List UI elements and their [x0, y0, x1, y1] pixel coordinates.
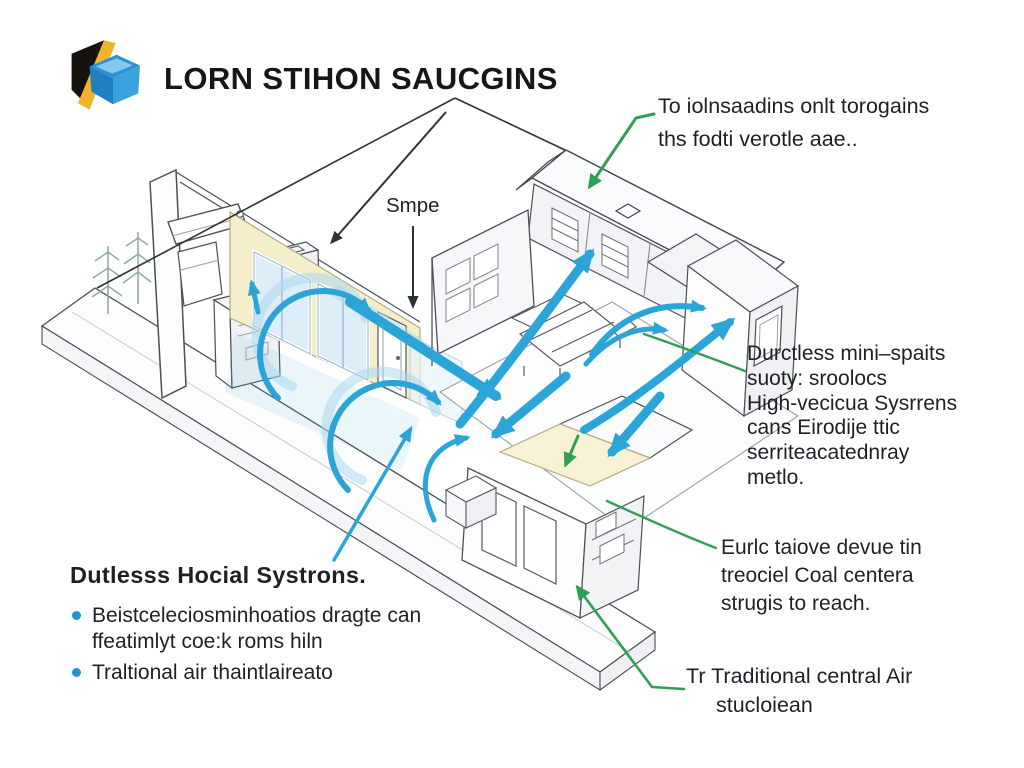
annotation-lower-right: Eurlc taiove devue tin treociel Coal cen… — [721, 536, 922, 615]
bottom-left-bullet-list: Beistceleciosminhoatios dragte can ffeat… — [72, 603, 421, 691]
kitchen-cabinets — [445, 243, 499, 323]
window-sill-box — [444, 475, 498, 529]
leader-lower-right — [605, 499, 718, 550]
airflow-swirl — [257, 288, 372, 401]
page-title: LORN STIHON SAUCGINS — [164, 61, 558, 96]
annotation-mid-right: Durctless mini–spaits suoty: sroolocs Hi… — [747, 342, 958, 489]
annotation-bottom-right: Tr Traditional central Air stucloiean — [686, 664, 913, 717]
airflow-swirl — [327, 380, 442, 493]
mini-split-indoor-unit — [167, 203, 247, 307]
annex-window — [523, 505, 557, 585]
roof-outline — [96, 97, 456, 289]
leader-mid-right — [642, 332, 747, 373]
bottom-left-heading: Dutlesss Hocial Systrons. — [70, 562, 367, 588]
roof-outline — [454, 97, 566, 151]
brand-header: LORN STIHON SAUCGINS — [58, 34, 558, 124]
annotation-roof-label: Smpe — [386, 194, 440, 217]
bullet-dot — [72, 611, 81, 620]
annotation-top-right: To iolnsaadins onlt torogains ths fodti … — [658, 94, 930, 151]
green-annotation-arrows — [563, 112, 747, 691]
bullet-item: Traltional air thaintlaireato — [72, 660, 421, 686]
roof-vent — [614, 203, 642, 219]
leader-top-right — [587, 112, 656, 190]
tree-sketch — [91, 232, 152, 314]
extension-window — [753, 304, 783, 368]
bullet-dot — [72, 668, 81, 677]
bullet-item: Beistceleciosminhoatios dragte can ffeat… — [72, 603, 421, 655]
roof-pointer-arrow — [330, 111, 447, 245]
airflow-arrows — [247, 248, 736, 562]
house-extension — [646, 233, 800, 418]
annex-shelves — [591, 511, 637, 565]
black-arrows — [96, 97, 566, 309]
airflow-main-arrow — [345, 297, 502, 401]
company-logo-icon — [71, 40, 140, 110]
annex-room — [444, 395, 694, 620]
leader-bottom-right — [575, 584, 686, 691]
green-down-arrow — [563, 434, 580, 468]
